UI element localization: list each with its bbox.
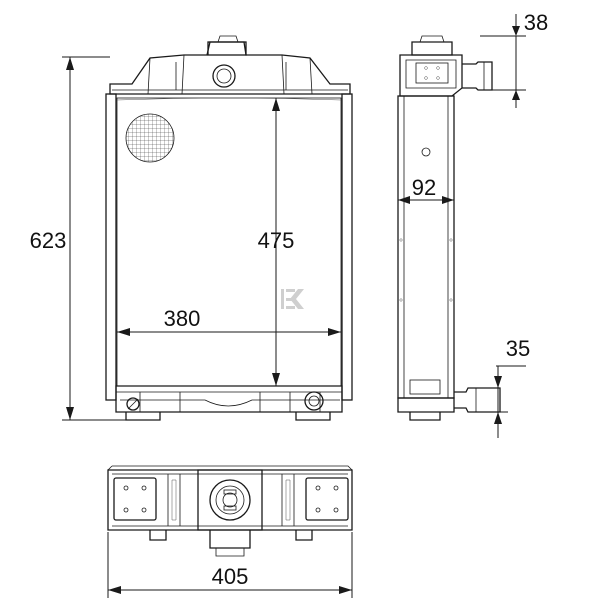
k-logo-watermark-icon	[281, 289, 304, 309]
bottom-dimensions: 405	[107, 532, 353, 598]
top-view	[107, 465, 353, 557]
dim-core-height: 475	[258, 228, 295, 253]
side-view	[397, 35, 501, 421]
dim-overall-width: 405	[212, 564, 249, 589]
fan-grid	[125, 113, 175, 163]
dim-core-width: 380	[164, 306, 201, 331]
dim-bottom-pipe: 35	[506, 336, 530, 361]
dim-depth: 92	[412, 175, 436, 200]
dim-top-pipe: 38	[524, 10, 548, 35]
side-dimensions: 38 92 35	[398, 10, 548, 438]
circle-cap-icon	[212, 64, 236, 88]
front-dimensions: 623 475 380	[30, 56, 341, 421]
dim-overall-height: 623	[30, 228, 67, 253]
front-view	[105, 35, 353, 421]
